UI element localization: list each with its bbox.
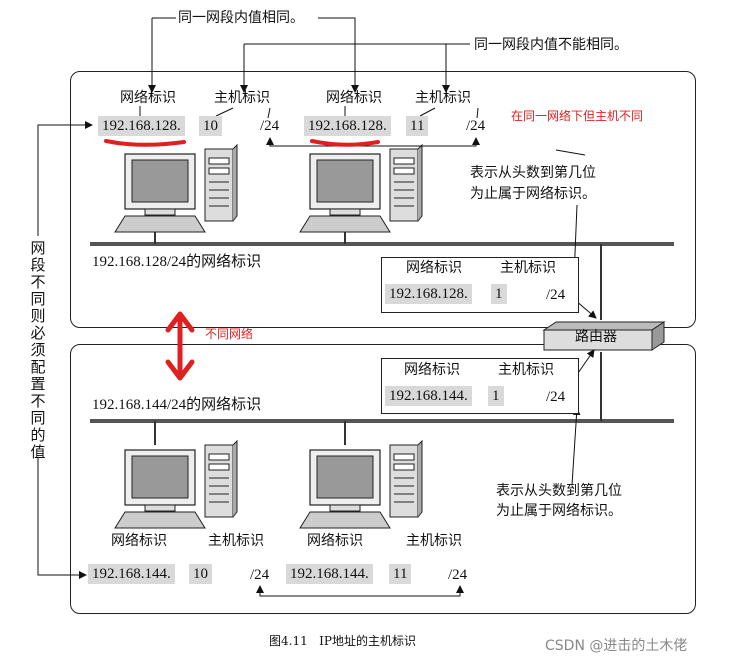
top-host2-prefix: /24 (466, 118, 486, 134)
bottom-host1-net-label: 网络标识 (111, 533, 167, 549)
bottom-host1-net-value: 192.168.144. (88, 564, 175, 584)
bottom-host2-prefix: /24 (448, 567, 468, 583)
top-router-net-label: 网络标识 (406, 260, 462, 276)
top-prefix-note-line1: 表示从头数到第几位 (470, 165, 596, 181)
watermark: CSDN @进击的土木佬 (545, 638, 688, 654)
top-host1-net-value: 192.168.128. (98, 116, 185, 136)
figure-caption: 图4.11 IP地址的主机标识 (269, 634, 416, 648)
bottom-host2-net-value: 192.168.144. (286, 564, 373, 584)
red-note-different-network: 不同网络 (205, 327, 254, 341)
bottom-host2-host-label: 主机标识 (406, 533, 462, 549)
top-host2-host-label: 主机标识 (415, 90, 471, 106)
bottom-network-label: 192.168.144/24的网络标识 (92, 397, 262, 413)
annotation-same-in-segment: 同一网段内值相同。 (178, 10, 304, 26)
bottom-host1-host-label: 主机标识 (208, 533, 264, 549)
bottom-host2-net-label: 网络标识 (307, 533, 363, 549)
annotation-unique-in-segment: 同一网段内值不能相同。 (474, 37, 628, 53)
top-router-host-label: 主机标识 (500, 260, 556, 276)
bottom-router-net-label: 网络标识 (404, 362, 460, 378)
top-router-host-value: 1 (491, 284, 507, 304)
router-label: 路由器 (575, 329, 617, 345)
bottom-router-host-value: 1 (488, 386, 504, 406)
top-host2-net-value: 192.168.128. (304, 116, 391, 136)
bottom-router-host-label: 主机标识 (498, 362, 554, 378)
bottom-prefix-note-line1: 表示从头数到第几位 (496, 483, 622, 499)
top-prefix-note-line2: 为止属于网络标识。 (470, 186, 596, 202)
top-host1-net-label: 网络标识 (120, 90, 176, 106)
top-host1-host-label: 主机标识 (214, 90, 270, 106)
vertical-note: 网段不同则必须配置不同的值 (30, 239, 46, 461)
top-network-label: 192.168.128/24的网络标识 (92, 254, 262, 270)
bottom-host1-host-value: 10 (189, 564, 212, 584)
bottom-host1-prefix: /24 (250, 567, 270, 583)
top-router-net-value: 192.168.128. (385, 284, 472, 304)
bottom-prefix-note-line2: 为止属于网络标识。 (496, 503, 622, 519)
top-router-prefix: /24 (546, 287, 566, 303)
red-note-same-network: 在同一网络下但主机不同 (511, 109, 644, 123)
bottom-host2-host-value: 11 (389, 564, 412, 584)
top-host1-host-value: 10 (199, 116, 222, 136)
top-host2-host-value: 11 (406, 116, 429, 136)
top-host2-net-label: 网络标识 (326, 90, 382, 106)
bottom-router-prefix: /24 (546, 389, 566, 405)
bottom-router-net-value: 192.168.144. (385, 386, 472, 406)
top-host1-prefix: /24 (260, 118, 280, 134)
